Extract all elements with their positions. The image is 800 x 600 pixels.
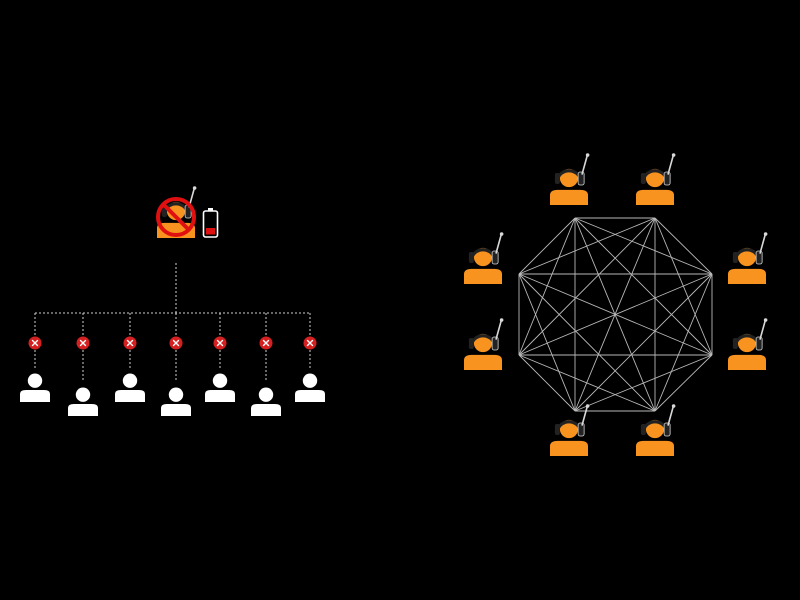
mesh-link (574, 217, 713, 356)
headset-user-icon (550, 153, 590, 205)
user-icon (161, 387, 191, 416)
mesh-link (654, 217, 713, 356)
mesh-link (518, 217, 656, 275)
mesh-link (518, 217, 656, 356)
blocked-x-icon (259, 336, 273, 350)
low-battery-icon (202, 208, 219, 238)
prohibited-sign-icon (156, 197, 196, 237)
headset-user-icon (464, 232, 504, 284)
right-diagram-mesh (464, 153, 768, 456)
mesh-link (518, 354, 576, 412)
mesh-link (574, 354, 713, 412)
headset-user-icon (550, 404, 590, 456)
headset-user-icon (636, 404, 676, 456)
user-icon (205, 373, 235, 402)
headset-user-icon (464, 318, 504, 370)
mesh-link (654, 273, 713, 412)
mesh-link (518, 273, 576, 412)
mesh-link (518, 217, 576, 275)
user-icon (295, 373, 325, 402)
mesh-network-lines (518, 217, 713, 412)
hub-icon-group (156, 186, 219, 238)
mesh-link (654, 354, 713, 412)
blocked-x-icon (76, 336, 90, 350)
headset-user-icon (636, 153, 676, 205)
mesh-link (518, 217, 576, 356)
headset-user-icon (728, 232, 768, 284)
mesh-link (518, 273, 713, 356)
blocked-x-icon (303, 336, 317, 350)
right-user-group (464, 153, 768, 456)
left-user-group (20, 373, 325, 416)
tree-connector-lines (28, 263, 317, 382)
left-diagram-hub-and-spoke (20, 186, 325, 416)
blocked-x-icon (169, 336, 183, 350)
blocked-x-icon (213, 336, 227, 350)
user-icon (251, 387, 281, 416)
headset-user-icon (728, 318, 768, 370)
mesh-link (574, 273, 713, 412)
mesh-link (518, 273, 656, 412)
mesh-link (654, 217, 713, 275)
user-icon (115, 373, 145, 402)
user-icon (20, 373, 50, 402)
blocked-x-icon (28, 336, 42, 350)
mesh-link (518, 354, 656, 412)
blocked-x-icon (123, 336, 137, 350)
user-icon (68, 387, 98, 416)
